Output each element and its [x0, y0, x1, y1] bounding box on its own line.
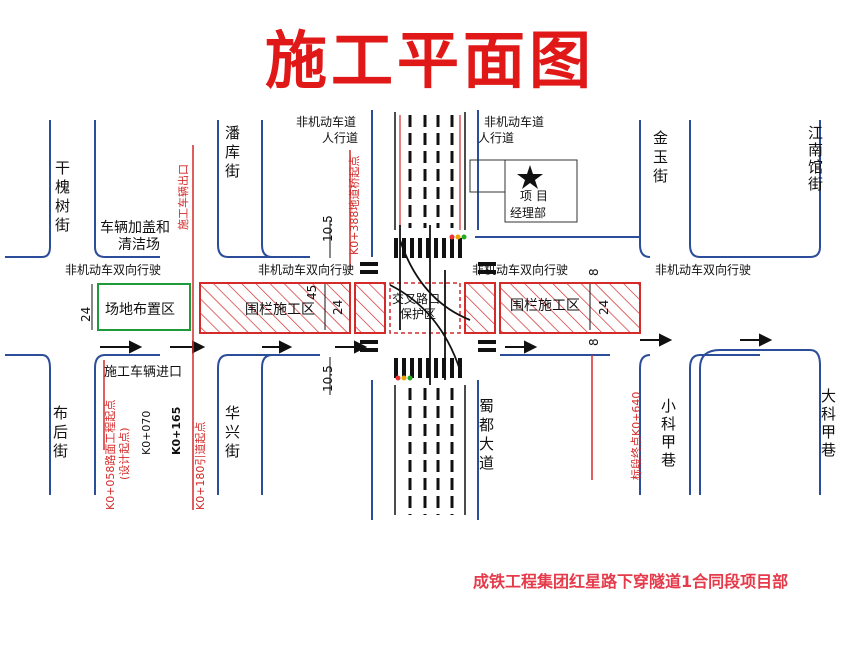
label-k0-058: K0+058路面工程起点: [104, 400, 117, 510]
street-xiao-ke-jia: 小科甲巷: [659, 398, 677, 470]
label-vehicle-wash-2: 清洁场: [118, 237, 160, 253]
site-layout-zone: [97, 283, 191, 331]
dim-24-left: 24: [79, 307, 93, 322]
dim-10-5-bottom: 10.5: [321, 365, 335, 392]
dim-24-mid: 24: [331, 300, 345, 315]
label-nonmotor-left: 非机动车双向行驶: [65, 262, 161, 277]
dim-45: 45: [305, 285, 319, 300]
central-road-lanes: [394, 112, 466, 515]
road-edges: [5, 110, 821, 520]
intersection-arrows: [389, 225, 471, 385]
label-k0-388: K0+388地道桥起点: [347, 156, 361, 255]
street-da-ke-jia: 大科甲巷: [819, 388, 837, 460]
label-nonmotor-right1: 非机动车双向行驶: [472, 262, 568, 277]
street-jin-yu: 金玉街: [651, 130, 669, 187]
label-nonmotor-ped-right-1: 非机动车道: [484, 114, 544, 129]
label-k0-180: K0+180引道起点: [193, 422, 207, 510]
direction-arrows: [100, 333, 773, 354]
dim-8-bottom: 8: [587, 338, 601, 346]
label-nonmotor-ped-left-1: 非机动车道: [296, 114, 356, 129]
street-hua-xing: 华兴街: [223, 405, 241, 462]
street-shu-du: 蜀都大道: [477, 398, 495, 474]
label-construction-exit: 施工车辆出口: [176, 164, 190, 230]
label-k0-058-sub: (设计起点): [118, 427, 131, 480]
chainage-lines: [103, 145, 593, 510]
street-jiang-nan-guan: 江南馆街: [806, 125, 824, 193]
dim-8-top: 8: [587, 268, 601, 276]
footer-project-department: 成铁工程集团红星路下穿隧道1合同段项目部: [473, 572, 789, 591]
label-fence-zone-right: 围栏施工区: [510, 298, 580, 314]
chainage-labels: K0+070 K0+165 K0+058路面工程起点 (设计起点) K0+180…: [104, 156, 643, 510]
label-vehicle-wash: 车辆加盖和: [100, 219, 170, 236]
traffic-lights: [395, 234, 467, 381]
label-nonmotor-mid: 非机动车双向行驶: [258, 262, 354, 277]
label-nonmotor-ped-left-2: 人行道: [322, 131, 358, 145]
street-pan-ku: 潘库街: [223, 125, 241, 182]
label-project-office-2: 经理部: [510, 205, 546, 220]
dimension-lines: [91, 220, 591, 395]
street-bu-hou: 布后街: [51, 405, 69, 462]
street-labels: 干槐树街 潘库街 金玉街 江南馆街 布后街 华兴街 蜀都大道 小科甲巷 大科甲巷: [51, 125, 837, 474]
dim-10-5-top: 10.5: [321, 215, 335, 242]
label-site-layout: 场地布置区: [105, 302, 175, 318]
label-k0-070: K0+070: [140, 411, 153, 455]
star-icon: [517, 165, 543, 189]
label-protection-zone-1: 交叉路口: [392, 291, 440, 306]
dim-24-right: 24: [597, 300, 611, 315]
label-fence-zone-left: 围栏施工区: [245, 302, 315, 318]
label-construction-entry: 施工车辆进口: [104, 364, 182, 380]
street-gan-huai-shu: 干槐树街: [53, 160, 71, 236]
page-title: 施工平面图: [264, 24, 595, 97]
crosswalks: [360, 238, 496, 378]
label-project-office-1: 项 目: [520, 189, 548, 203]
dimension-labels: 24 24 24 45 10.5 10.5 8 8: [79, 215, 611, 392]
label-nonmotor-ped-right-2: 人行道: [478, 131, 514, 145]
label-protection-zone-2: 保护区: [400, 307, 436, 321]
project-office: [469, 159, 578, 223]
label-k0-165: K0+165: [170, 407, 183, 455]
zone-labels: 非机动车双向行驶 非机动车双向行驶 非机动车双向行驶 非机动车双向行驶 非机动车…: [65, 114, 751, 380]
label-nonmotor-right2: 非机动车双向行驶: [655, 262, 751, 277]
label-k0-640: 标段终点K0+640: [629, 392, 643, 480]
